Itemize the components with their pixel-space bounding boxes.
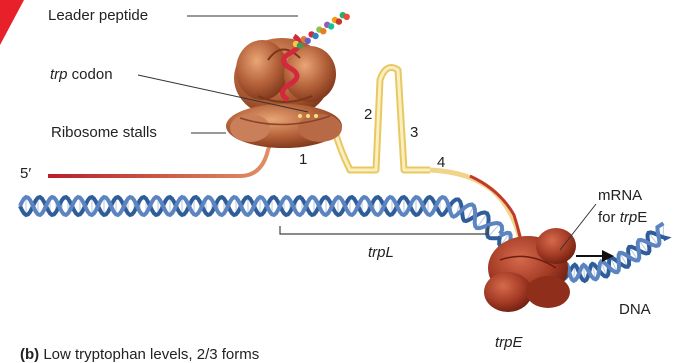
trpE-label: trpE [495, 335, 523, 350]
mrna-label-line2: for trpE [598, 210, 647, 225]
leader-peptide-beads [293, 12, 350, 49]
leader-peptide-label: Leader peptide [48, 8, 148, 23]
mrna-label-line1: mRNA [598, 188, 642, 203]
ribosome [226, 36, 342, 148]
region-3-label: 3 [410, 125, 418, 140]
mrna-label-suffix: E [637, 209, 647, 226]
region-1-label: 1 [299, 152, 307, 167]
caption-text: Low tryptophan levels, 2/3 forms [39, 346, 259, 363]
trp-codon-label: trp codon [50, 67, 113, 82]
trp-codon-label-rest: codon [68, 66, 113, 83]
peptide-bead [328, 23, 334, 29]
figure-caption: (b) Low tryptophan levels, 2/3 forms [20, 347, 259, 362]
mrna-label-italic: trp [620, 209, 638, 226]
region-2-label: 2 [364, 107, 372, 122]
peptide-bead [312, 33, 318, 39]
peptide-bead [320, 28, 326, 34]
peptide-bead [305, 38, 311, 44]
peptide-bead [297, 42, 303, 48]
ribosome-stalls-label: Ribosome stalls [51, 125, 157, 140]
dna-helix-main [20, 197, 502, 238]
peptide-bead [336, 18, 342, 24]
five-prime-label: 5′ [20, 166, 31, 181]
trp-codon-label-italic: trp [50, 66, 68, 83]
red-triangle-icon [0, 0, 24, 45]
mrna-label-prefix: for [598, 209, 620, 226]
peptide-bead [344, 14, 350, 20]
hairpin-2-3 [334, 68, 430, 170]
mrna-pointer [560, 204, 596, 250]
dna-label: DNA [619, 302, 651, 317]
trpL-label: trpL [368, 245, 394, 260]
trpL-bracket [280, 226, 488, 234]
region-4-label: 4 [437, 155, 445, 170]
caption-part-label: (b) [20, 346, 39, 363]
